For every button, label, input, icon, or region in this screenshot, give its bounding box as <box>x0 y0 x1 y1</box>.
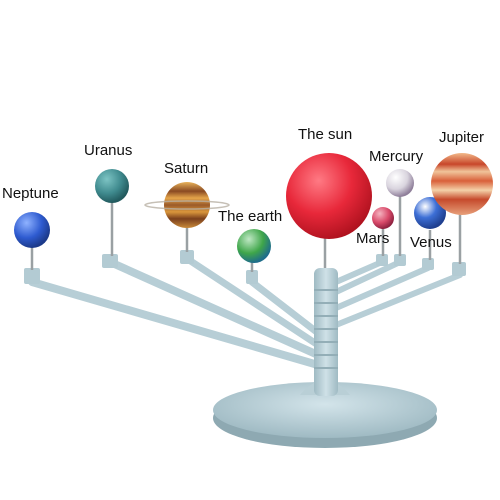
arm-neptune <box>28 278 322 369</box>
sun-sphere <box>286 153 372 239</box>
mercury-sphere <box>386 169 414 197</box>
arm-mercury <box>333 259 403 295</box>
arm-saturn <box>182 254 322 349</box>
arm-risers <box>24 250 466 284</box>
arm-earth <box>248 278 322 337</box>
jupiter-sphere <box>431 153 493 215</box>
venus-sphere <box>414 197 446 229</box>
arm-jupiter <box>333 272 463 328</box>
arm-uranus <box>106 258 322 359</box>
label-sun: The sun <box>298 126 353 143</box>
arm-venus <box>333 265 431 311</box>
label-saturn: Saturn <box>164 160 209 177</box>
arm-mars <box>333 259 385 285</box>
base-plate <box>213 382 437 438</box>
saturn-sphere <box>144 182 230 228</box>
uranus-sphere <box>95 169 129 203</box>
label-neptune: Neptune <box>2 185 59 202</box>
label-mars: Mars <box>356 230 390 247</box>
label-mercury: Mercury <box>369 148 424 165</box>
neptune-sphere <box>14 212 50 248</box>
label-uranus: Uranus <box>84 142 133 159</box>
label-venus: Venus <box>410 234 452 251</box>
planet-rods <box>30 195 462 272</box>
label-jupiter: Jupiter <box>439 129 485 146</box>
support-arms <box>28 254 463 369</box>
mars-sphere <box>372 207 394 229</box>
earth-sphere <box>237 229 271 263</box>
column-rings <box>314 289 338 369</box>
label-earth: The earth <box>218 208 283 225</box>
central-column <box>314 268 338 396</box>
